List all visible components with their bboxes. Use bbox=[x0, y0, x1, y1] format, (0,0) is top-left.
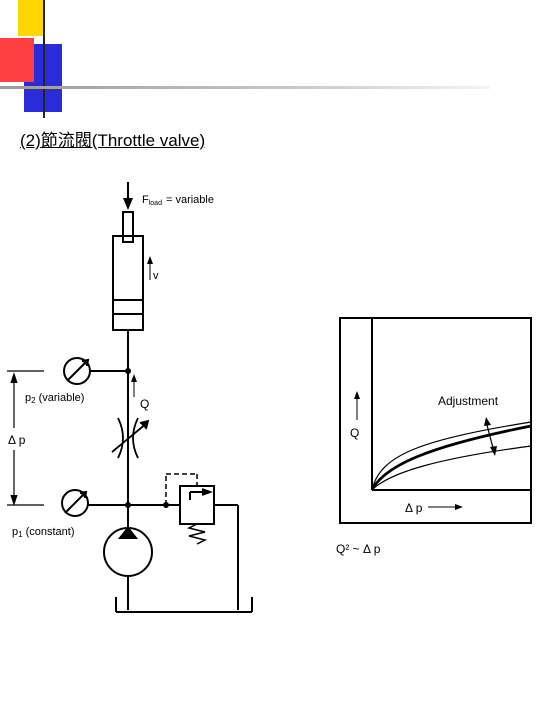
pump-icon bbox=[103, 526, 153, 610]
adjustment-arrow-icon bbox=[484, 417, 497, 456]
deco-red-square bbox=[0, 38, 34, 82]
graph-x-label: Δ p bbox=[405, 501, 423, 515]
graph-curve-lower bbox=[371, 445, 532, 491]
graph-frame bbox=[339, 317, 532, 524]
p1-label: p1(constant) bbox=[12, 526, 75, 539]
graph-curve-upper bbox=[371, 421, 532, 491]
deco-yellow-square bbox=[18, 0, 44, 36]
graph-y-label: Q bbox=[350, 426, 359, 440]
relief-valve-icon bbox=[179, 485, 239, 610]
pressure-gauge-icon bbox=[63, 357, 128, 385]
slide-title: (2)節流閥(Throttle valve) bbox=[20, 131, 206, 150]
delta-p-label: Δ p bbox=[8, 433, 26, 447]
tank-icon bbox=[115, 597, 253, 613]
graph-y-axis-arrow-icon bbox=[354, 391, 360, 420]
load-label: Fload= variable bbox=[142, 194, 214, 207]
graph-x-axis-arrow-icon bbox=[428, 504, 463, 510]
spring-icon bbox=[186, 523, 208, 545]
junction-dot bbox=[125, 368, 131, 374]
delta-p-bracket bbox=[7, 370, 44, 506]
graph-curve-middle bbox=[370, 424, 532, 491]
flow-label: Q bbox=[140, 397, 149, 411]
velocity-arrow-icon bbox=[147, 256, 153, 280]
flow-arrow-icon bbox=[131, 374, 137, 397]
throttle-valve-icon bbox=[111, 417, 150, 459]
cylinder-icon bbox=[112, 211, 144, 331]
pressure-gauge-icon bbox=[61, 489, 180, 517]
pilot-line bbox=[165, 473, 198, 505]
deco-horizontal-line bbox=[0, 86, 490, 89]
graph-formula: Q² ~ Δ p bbox=[336, 542, 381, 556]
velocity-label: v bbox=[153, 270, 159, 282]
characteristic-graph bbox=[339, 317, 532, 524]
load-arrow-icon bbox=[123, 182, 133, 210]
graph-adjustment-label: Adjustment bbox=[438, 394, 499, 408]
p2-label: p2(variable) bbox=[25, 392, 84, 405]
junction-dot bbox=[125, 502, 131, 508]
deco-vertical-line bbox=[43, 0, 45, 118]
